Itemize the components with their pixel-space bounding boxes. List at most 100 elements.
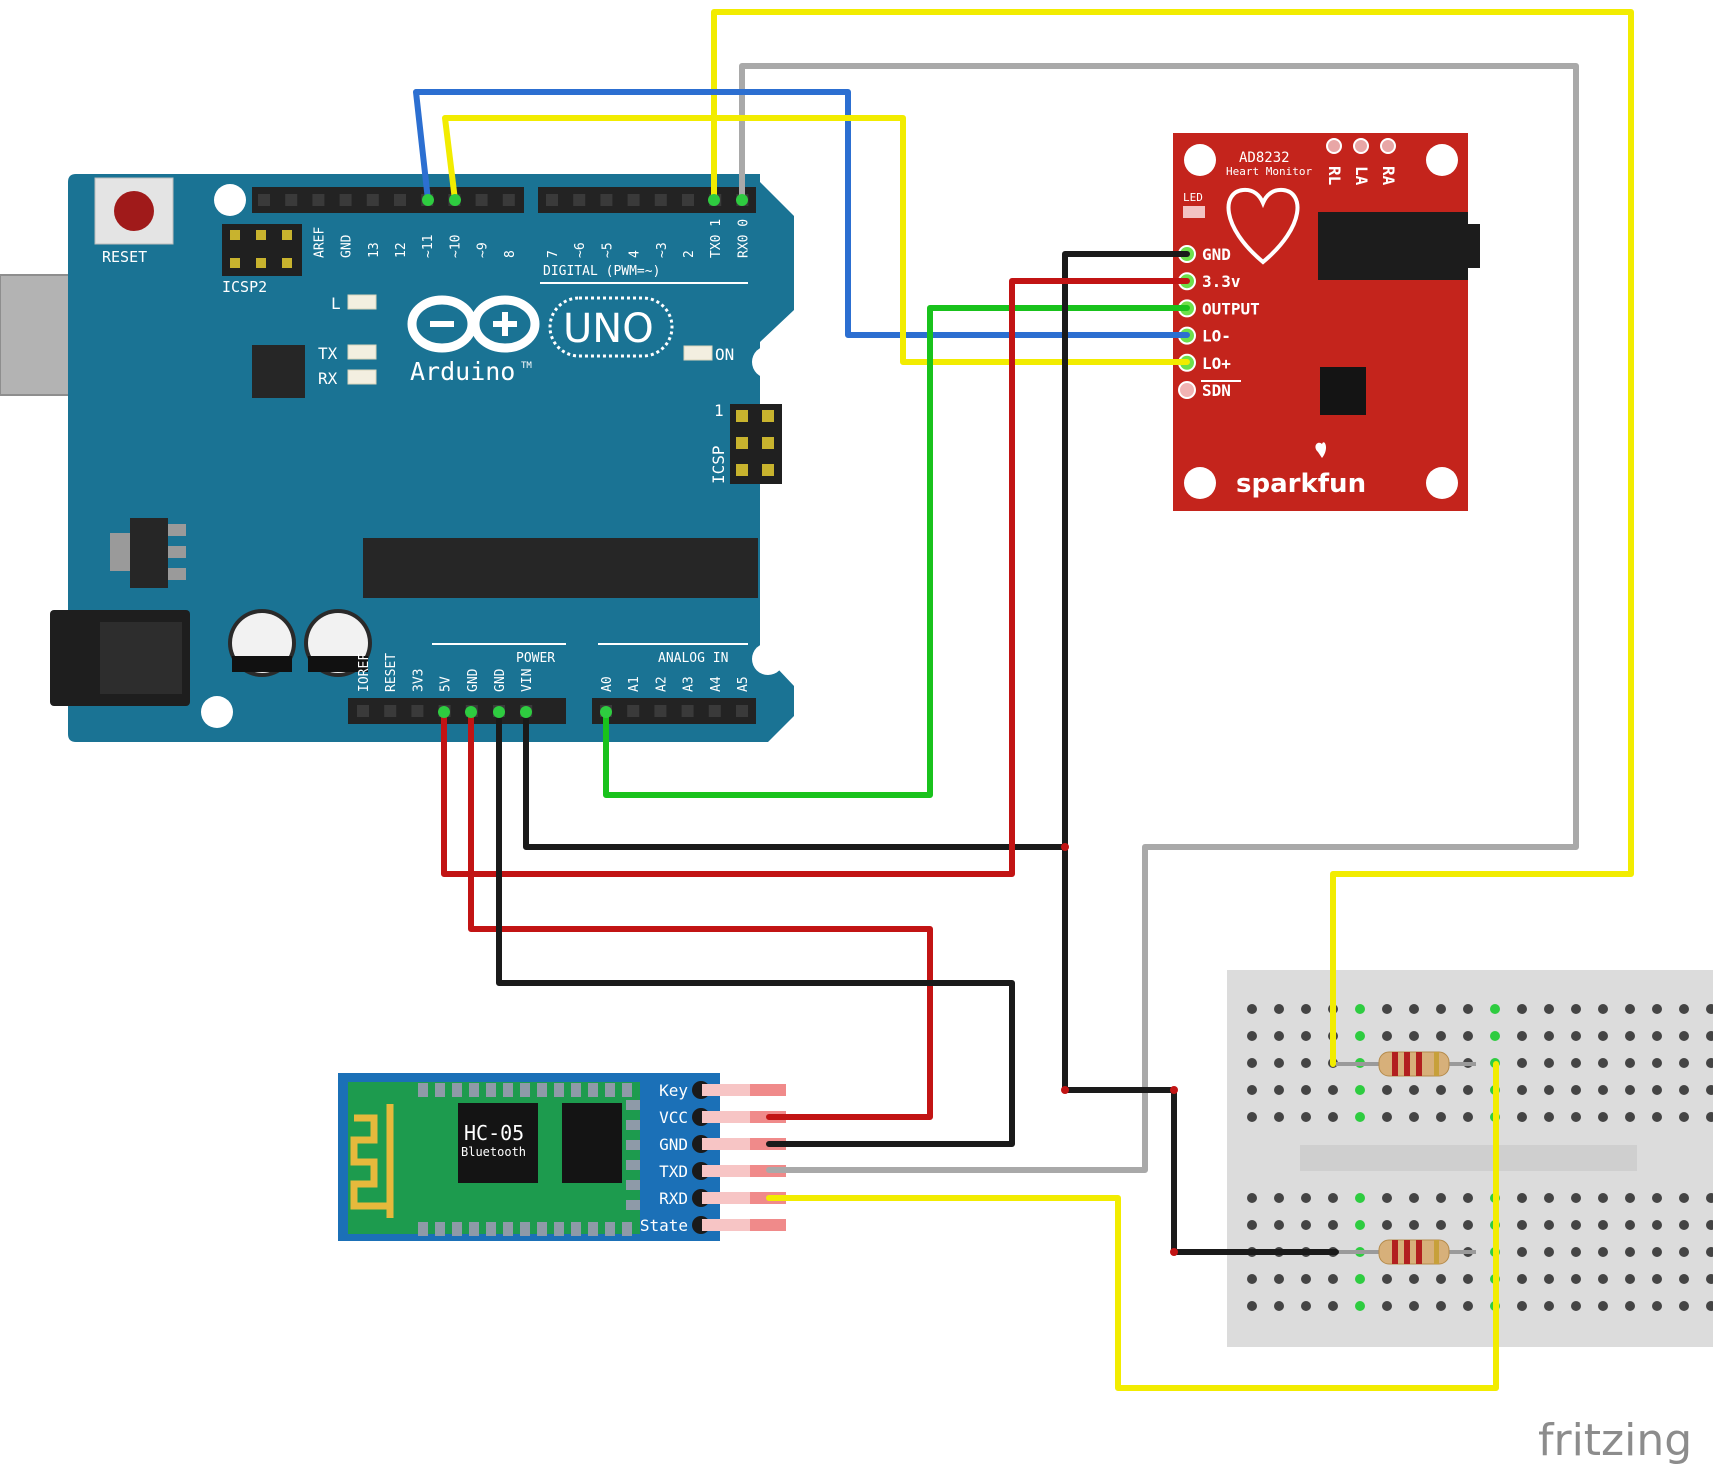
breadboard-hole (1247, 1004, 1257, 1014)
breadboard-hole (1301, 1085, 1311, 1095)
breadboard-hole (1247, 1274, 1257, 1284)
digital-socket (339, 194, 352, 206)
breadboard-hole (1355, 1085, 1365, 1095)
led-rx-label: RX (318, 369, 338, 388)
digital-pin-label: ~3 (655, 242, 670, 258)
ad8232-pin-label: OUTPUT (1202, 299, 1260, 318)
breadboard-hole (1436, 1193, 1446, 1203)
hc05-pad (626, 1180, 640, 1190)
breadboard-hole (1544, 1301, 1554, 1311)
power-socket (411, 705, 424, 717)
fritzing-watermark: fritzing (1538, 1415, 1692, 1466)
power-pin-label: IOREF (357, 653, 372, 692)
hc05-pad (626, 1100, 640, 1110)
breadboard-hole (1490, 1004, 1500, 1014)
wire-red-5v (468, 709, 933, 1120)
power-pin-label: 5V (439, 676, 454, 692)
hc05-pad (418, 1222, 428, 1236)
digital-socket (573, 194, 586, 206)
breadboard-hole (1274, 1301, 1284, 1311)
analog-socket (681, 705, 694, 717)
breadboard-hole (1274, 1220, 1284, 1230)
ad8232-pin-label: LO- (1202, 327, 1231, 346)
breadboard-hole (1409, 1112, 1419, 1122)
resistor (1336, 1051, 1476, 1077)
breadboard-hole (1598, 1274, 1608, 1284)
hc05-pad (503, 1222, 513, 1236)
breadboard-hole (1517, 1004, 1527, 1014)
led-on-label: ON (715, 345, 734, 364)
breadboard-hole (1625, 1085, 1635, 1095)
breadboard-hole (1679, 1085, 1689, 1095)
breadboard-hole (1544, 1058, 1554, 1068)
digital-socket (394, 194, 406, 206)
led-l (347, 294, 377, 310)
digital-socket (600, 194, 613, 206)
breadboard-hole (1598, 1301, 1608, 1311)
breadboard-hole (1652, 1274, 1662, 1284)
mounting-hole (201, 696, 233, 728)
breadboard-hole (1679, 1301, 1689, 1311)
breadboard-hole (1382, 1004, 1392, 1014)
hc05-pad (435, 1222, 445, 1236)
breadboard-hole (1301, 1274, 1311, 1284)
breadboard-hole (1598, 1085, 1608, 1095)
arduino-brand: Arduino (410, 357, 515, 386)
breadboard-hole (1382, 1085, 1392, 1095)
wire-red-3v3 (441, 278, 1190, 877)
breadboard-hole (1625, 1058, 1635, 1068)
breadboard-hole (1571, 1112, 1581, 1122)
breadboard-hole (1679, 1193, 1689, 1203)
breadboard-hole (1544, 1031, 1554, 1041)
hc05-pin-tip (750, 1219, 786, 1231)
breadboard-hole (1355, 1301, 1365, 1311)
arduino-uno: RESET ICSP2 (0, 174, 794, 742)
breadboard-hole (1382, 1193, 1392, 1203)
digital-pin-label: 7 (546, 250, 561, 258)
breadboard-hole (1463, 1031, 1473, 1041)
breadboard-hole (1571, 1220, 1581, 1230)
breadboard-hole (1679, 1220, 1689, 1230)
digital-pin-label: 2 (682, 250, 697, 258)
breadboard-hole (1625, 1112, 1635, 1122)
breadboard-hole (1463, 1085, 1473, 1095)
led-l-label: L (331, 294, 341, 313)
breadboard-hole (1571, 1058, 1581, 1068)
breadboard-hole (1328, 1274, 1338, 1284)
breadboard-center-channel (1300, 1145, 1637, 1171)
reset-label: RESET (102, 248, 147, 266)
breadboard-hole (1463, 1193, 1473, 1203)
breadboard-hole (1544, 1274, 1554, 1284)
breadboard-hole (1328, 1085, 1338, 1095)
hc05-pad (605, 1222, 615, 1236)
breadboard (1227, 970, 1713, 1347)
breadboard-hole (1571, 1274, 1581, 1284)
wire-endpoints (422, 194, 1178, 1256)
breadboard-hole (1544, 1247, 1554, 1257)
led-on (683, 345, 713, 361)
breadboard-hole (1274, 1031, 1284, 1041)
breadboard-hole (1706, 1274, 1713, 1284)
hc05-pin-leg (702, 1084, 750, 1096)
breadboard-hole (1679, 1274, 1689, 1284)
breadboard-hole (1436, 1274, 1446, 1284)
breadboard-hole (1247, 1193, 1257, 1203)
breadboard-hole (1625, 1274, 1635, 1284)
electrode-label: RA (1379, 166, 1398, 186)
breadboard-hole (1382, 1274, 1392, 1284)
breadboard-hole (1706, 1247, 1713, 1257)
reset-button[interactable] (94, 177, 174, 245)
breadboard-hole (1652, 1247, 1662, 1257)
breadboard-hole (1436, 1301, 1446, 1311)
digital-pin-label: ~5 (600, 242, 615, 258)
digital-pin-label: ~9 (476, 242, 491, 258)
breadboard-hole (1598, 1112, 1608, 1122)
breadboard-hole (1652, 1220, 1662, 1230)
hc05-pad (520, 1083, 530, 1097)
breadboard-hole (1274, 1274, 1284, 1284)
hc05-pad (571, 1083, 581, 1097)
electrode-label: RL (1325, 166, 1344, 185)
